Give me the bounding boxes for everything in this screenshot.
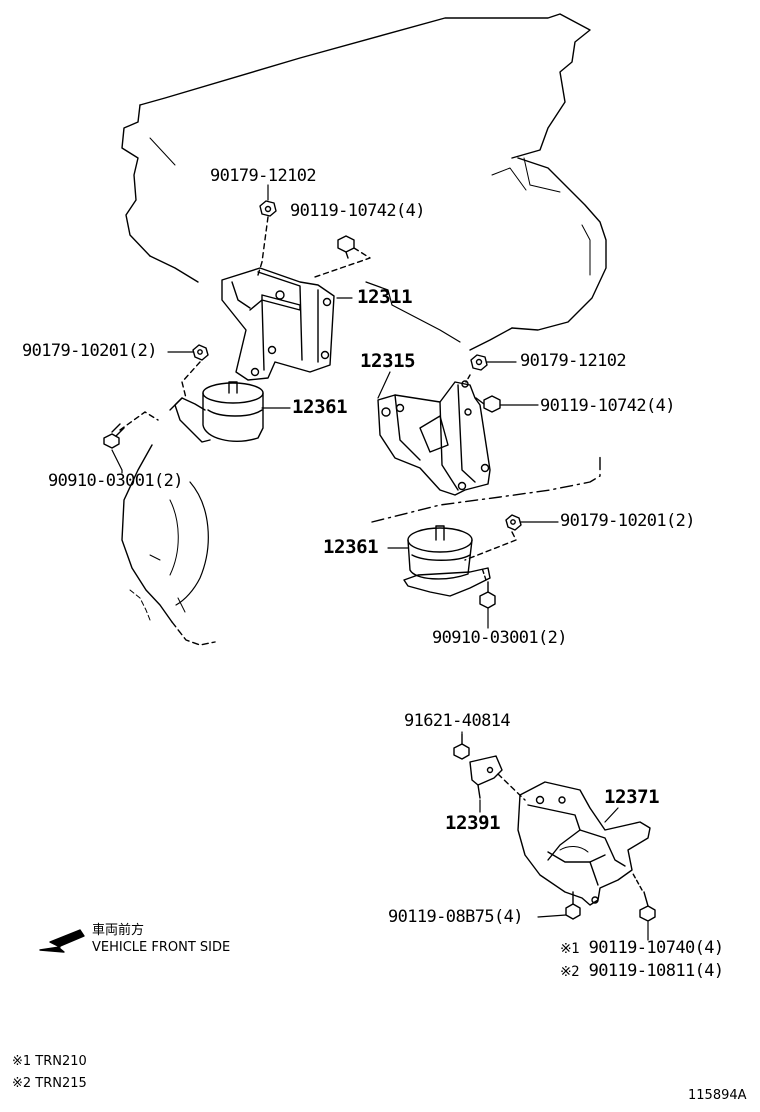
part-label-bolt-rear-v1: 90119-10740(4) xyxy=(588,938,724,958)
part-label-nut-right-mid: 90179-10201(2) xyxy=(560,511,695,531)
engine-outline xyxy=(121,13,607,351)
front-arrow-icon xyxy=(39,929,85,953)
part-label-insulator-left: 12361 xyxy=(292,396,348,418)
insulator-left-12361 xyxy=(169,381,264,443)
variant-marker-1: ※1 xyxy=(560,941,580,957)
rear-plate-12391 xyxy=(469,755,503,799)
part-label-bolt-rear-v1-row: ※1 90119-10740(4) xyxy=(560,940,724,957)
part-label-bolt-rear-v2: 90119-10811(4) xyxy=(588,961,724,981)
footnote-1: ※1 TRN210 xyxy=(12,1054,87,1069)
bracket-left-12311 xyxy=(221,267,335,381)
part-label-bolt-left-bottom: 90910-03001(2) xyxy=(48,471,183,491)
transmission-outline xyxy=(121,444,216,646)
part-label-insulator-rear: 12371 xyxy=(604,786,660,808)
direction-label-jp: 車両前方 xyxy=(92,923,145,938)
bracket-right-12315 xyxy=(377,380,491,496)
part-label-plate-rear: 12391 xyxy=(445,812,501,834)
rear-mount-12371 xyxy=(517,781,651,906)
part-label-nut-top-left: 90179-12102 xyxy=(210,166,317,186)
part-label-nut-left-side: 90179-10201(2) xyxy=(22,341,157,361)
part-label-bracket-right: 12315 xyxy=(360,350,416,372)
part-label-bolt-right-bottom: 90910-03001(2) xyxy=(432,628,567,648)
part-label-nut-right-top: 90179-12102 xyxy=(520,351,627,371)
part-label-bracket-left: 12311 xyxy=(357,286,413,308)
part-label-bolt-rear-plate: 91621-40814 xyxy=(404,711,511,731)
leader-lines xyxy=(111,184,649,941)
part-label-bolt-right-top: 90119-10742(4) xyxy=(540,396,675,416)
direction-label-en: VEHICLE FRONT SIDE xyxy=(92,940,231,955)
fasteners-left xyxy=(103,200,371,449)
part-label-bolt-rear-v2-row: ※2 90119-10811(4) xyxy=(560,963,724,980)
part-label-bolt-top-left: 90119-10742(4) xyxy=(290,201,425,221)
insulator-right-12361 xyxy=(403,525,491,597)
part-label-insulator-right: 12361 xyxy=(323,536,379,558)
fasteners-right xyxy=(464,354,522,609)
part-label-bolt-rear-bottom: 90119-08B75(4) xyxy=(388,907,523,927)
figure-id: 115894A xyxy=(688,1088,747,1103)
footnote-2: ※2 TRN215 xyxy=(12,1076,87,1091)
engine-bottom-edge xyxy=(371,455,601,523)
variant-marker-2: ※2 xyxy=(560,964,580,980)
